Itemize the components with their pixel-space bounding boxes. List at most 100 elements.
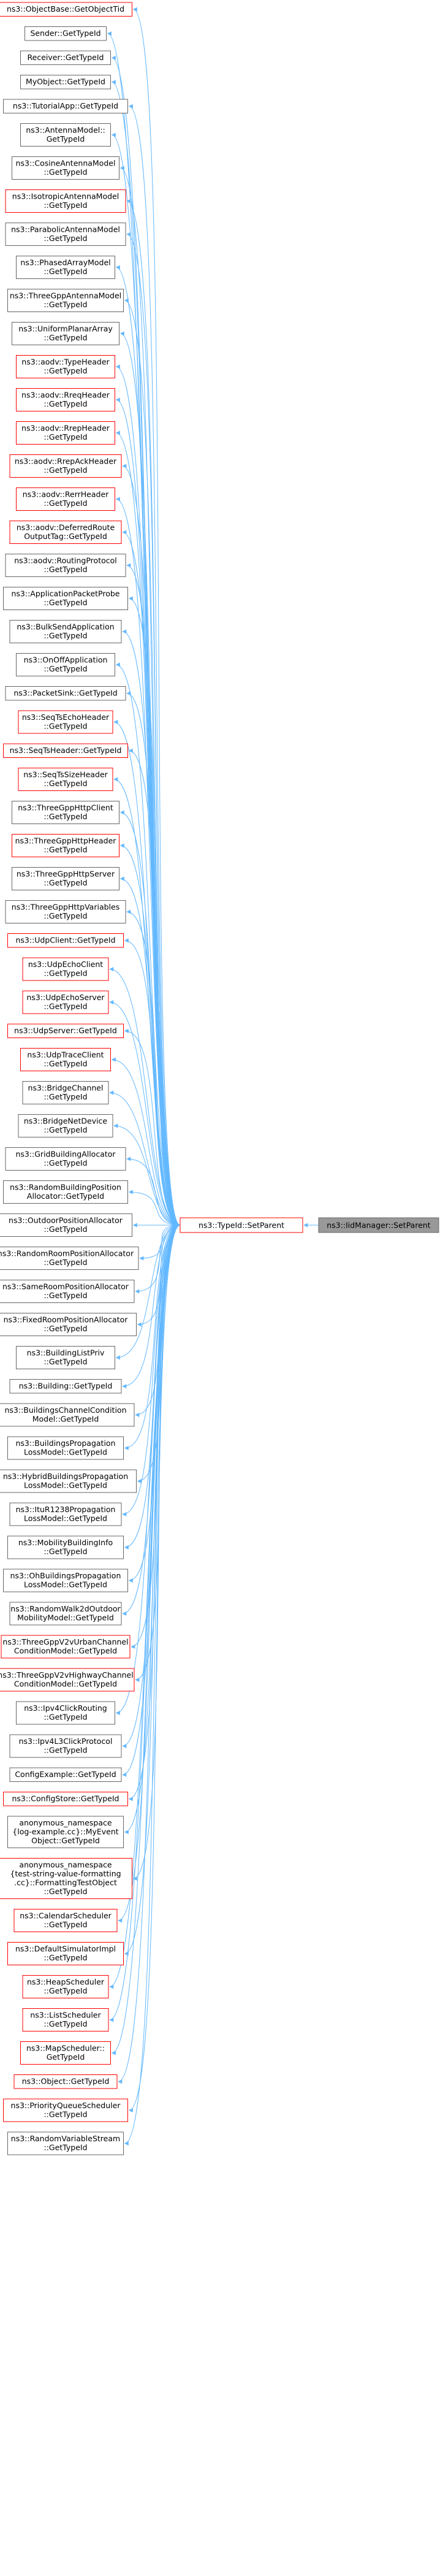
caller-node[interactable]: ns3::Ipv4L3ClickProtocol::GetTypeId	[9, 1734, 122, 1758]
caller-node-label: ns3::CosineAntennaModel	[16, 159, 116, 168]
caller-node[interactable]: ns3::MobilityBuildingInfo::GetTypeId	[7, 1535, 124, 1559]
caller-node[interactable]: ns3::UdpClient::GetTypeId	[7, 933, 124, 948]
caller-node[interactable]: ns3::AntennaModel::GetTypeId	[20, 123, 111, 147]
caller-node-box	[9, 1734, 122, 1758]
caller-node[interactable]: ns3::ThreeGppHttpServer::GetTypeId	[12, 867, 119, 890]
caller-node[interactable]: ns3::ListScheduler::GetTypeId	[22, 2008, 109, 2031]
caller-node[interactable]: ns3::ObjectBase::GetObjectTid	[0, 2, 132, 17]
caller-node[interactable]: ns3::PacketSink::GetTypeId	[5, 686, 126, 701]
caller-node[interactable]: ns3::UdpEchoServer::GetTypeId	[22, 990, 109, 1014]
caller-node[interactable]: ns3::RandomVariableStream::GetTypeId	[7, 2131, 124, 2155]
caller-node-label: ::GetTypeId	[44, 1953, 87, 1962]
caller-node[interactable]: ns3::ThreeGppHttpHeader::GetTypeId	[12, 834, 119, 857]
caller-node[interactable]: ns3::RandomBuildingPositionAllocator::Ge…	[3, 1180, 128, 1204]
caller-node[interactable]: ns3::UdpServer::GetTypeId	[7, 1023, 124, 1038]
caller-node[interactable]: ns3::FixedRoomPositionAllocator::GetType…	[0, 1313, 137, 1336]
caller-node[interactable]: ns3::aodv::RerrHeader::GetTypeId	[16, 487, 115, 511]
caller-node-box	[12, 801, 119, 824]
caller-node[interactable]: ns3::SeqTsEchoHeader::GetTypeId	[18, 710, 113, 734]
caller-node[interactable]: ns3::SeqTsHeader::GetTypeId	[3, 743, 128, 758]
caller-node[interactable]: ns3::CosineAntennaModel::GetTypeId	[12, 156, 119, 180]
caller-node[interactable]: ns3::PhasedArrayModel::GetTypeId	[16, 256, 115, 279]
caller-node[interactable]: ns3::ParabolicAntennaModel::GetTypeId	[5, 223, 126, 246]
caller-node-label: ns3::aodv::TypeHeader	[21, 357, 110, 367]
caller-node-box	[0, 1403, 135, 1427]
caller-node[interactable]: ns3::CalendarScheduler::GetTypeId	[13, 1909, 118, 1932]
caller-node[interactable]: ns3::SeqTsSizeHeader::GetTypeId	[18, 768, 113, 791]
caller-node[interactable]: ns3::UniformPlanarArray::GetTypeId	[12, 322, 119, 345]
caller-node[interactable]: ns3::ThreeGppHttpClient::GetTypeId	[12, 801, 119, 824]
call-edge	[111, 80, 181, 1226]
caller-node[interactable]: anonymous_namespace{test-string-value-fo…	[0, 1858, 132, 1899]
typeid-setparent-node[interactable]: ns3::TypeId::SetParent	[180, 1217, 303, 1233]
typeid-setparent-box	[180, 1217, 303, 1233]
iidmanager-setparent-node[interactable]: ns3::IidManager::SetParent	[318, 1217, 439, 1233]
caller-node[interactable]: ns3::ThreeGppV2vUrbanChannelConditionMod…	[1, 1635, 131, 1659]
caller-node[interactable]: ns3::ThreeGppV2vHighwayChannelConditionM…	[0, 1668, 135, 1692]
caller-node[interactable]: Receiver::GetTypeId	[20, 50, 111, 65]
call-edge	[109, 1090, 181, 1226]
caller-node-box	[20, 50, 111, 65]
caller-node[interactable]: ns3::TutorialApp::GetTypeId	[3, 99, 128, 113]
caller-node[interactable]: ns3::ThreeGppAntennaModel::GetTypeId	[7, 289, 124, 312]
caller-node[interactable]: ns3::ThreeGppHttpVariables::GetTypeId	[5, 900, 126, 923]
caller-node[interactable]: ns3::Ipv4ClickRouting::GetTypeId	[16, 1701, 115, 1725]
caller-node[interactable]: ns3::GridBuildingAllocator::GetTypeId	[5, 1147, 126, 1171]
caller-node[interactable]: ns3::ConfigStore::GetTypeId	[3, 1792, 128, 1806]
caller-node-label: ns3::BridgeNetDevice	[24, 1117, 108, 1126]
call-edge	[128, 596, 181, 1226]
caller-node[interactable]: ns3::BuildingsChannelConditionModel::Get…	[0, 1403, 135, 1427]
caller-node[interactable]: ns3::OnOffApplication::GetTypeId	[16, 653, 115, 676]
caller-node-box	[7, 1942, 124, 1965]
caller-node-box	[18, 1114, 113, 1137]
caller-node[interactable]: ns3::RandomWalk2dOutdoorMobilityModel::G…	[9, 1602, 122, 1626]
caller-node[interactable]: ns3::aodv::RoutingProtocol::GetTypeId	[5, 554, 126, 577]
caller-node[interactable]: ns3::SameRoomPositionAllocator::GetTypeI…	[0, 1280, 135, 1303]
call-edge	[126, 909, 181, 1226]
caller-node[interactable]: ns3::DefaultSimulatorImpl::GetTypeId	[7, 1942, 124, 1965]
caller-node[interactable]: ns3::BuildingListPriv::GetTypeId	[16, 1346, 115, 1369]
call-edge	[115, 1225, 181, 1360]
caller-node-label: anonymous_namespace	[19, 1818, 112, 1827]
caller-node[interactable]: ns3::PriorityQueueScheduler::GetTypeId	[3, 2098, 128, 2122]
caller-node[interactable]: ns3::OhBuildingsPropagationLossModel::Ge…	[3, 1569, 128, 1592]
caller-node[interactable]: ns3::BulkSendApplication::GetTypeId	[9, 620, 122, 643]
caller-node[interactable]: ns3::IsotropicAntennaModel::GetTypeId	[5, 189, 126, 213]
caller-node[interactable]: ns3::MapScheduler::GetTypeId	[20, 2041, 111, 2065]
caller-node[interactable]: ns3::ApplicationPacketProbe::GetTypeId	[3, 587, 128, 610]
caller-node[interactable]: ns3::aodv::RrepAckHeader::GetTypeId	[9, 454, 122, 478]
caller-node[interactable]: ns3::RandomRoomPositionAllocator::GetTyp…	[0, 1247, 139, 1270]
caller-node[interactable]: ConfigExample::GetTypeId	[9, 1767, 122, 1782]
caller-node[interactable]: MyObject::GetTypeId	[20, 75, 111, 90]
caller-node[interactable]: ns3::aodv::DeferredRouteOutputTag::GetTy…	[9, 521, 122, 544]
caller-node-label: ns3::UdpEchoServer	[26, 993, 105, 1002]
caller-node[interactable]: ns3::UdpTraceClient::GetTypeId	[20, 1048, 111, 1071]
caller-node[interactable]: ns3::BuildingsPropagationLossModel::GetT…	[7, 1436, 124, 1460]
caller-node-label: ns3::PhasedArrayModel	[20, 258, 110, 267]
caller-node-box	[18, 768, 113, 791]
caller-node-label: ns3::ItuR1238Propagation	[16, 1505, 116, 1514]
caller-node[interactable]: ns3::Object::GetTypeId	[13, 2074, 118, 2089]
caller-node[interactable]: ns3::BridgeNetDevice::GetTypeId	[18, 1114, 113, 1137]
caller-node[interactable]: ns3::aodv::TypeHeader::GetTypeId	[16, 355, 115, 378]
caller-node[interactable]: anonymous_namespace{log-example.cc}::MyE…	[7, 1816, 124, 1848]
caller-node-label: ns3::UdpEchoClient	[28, 960, 103, 969]
caller-node-label: ns3::BuildingsPropagation	[16, 1439, 116, 1448]
caller-node-label: ::GetTypeId	[44, 664, 87, 673]
caller-node-box	[0, 1469, 137, 1493]
caller-node-label: ns3::aodv::RreqHeader	[21, 391, 110, 400]
call-edge	[122, 464, 181, 1226]
caller-node[interactable]: ns3::BridgeChannel::GetTypeId	[22, 1081, 109, 1104]
caller-node-box	[7, 2131, 124, 2155]
caller-node[interactable]: Sender::GetTypeId	[25, 26, 107, 41]
caller-node-label: .cc}::FormattingTestObject	[14, 1878, 117, 1887]
caller-node[interactable]: ns3::Building::GetTypeId	[9, 1379, 122, 1394]
caller-node-box	[16, 1346, 115, 1369]
caller-node[interactable]: ns3::ItuR1238PropagationLossModel::GetTy…	[9, 1502, 122, 1526]
caller-node[interactable]: ns3::aodv::RrepHeader::GetTypeId	[16, 421, 115, 445]
caller-node[interactable]: ns3::HeapScheduler::GetTypeId	[22, 1975, 109, 1998]
caller-node[interactable]: ns3::aodv::RreqHeader::GetTypeId	[16, 388, 115, 411]
caller-node[interactable]: ns3::OutdoorPositionAllocator::GetTypeId	[0, 1213, 132, 1237]
caller-node[interactable]: ns3::HybridBuildingsPropagationLossModel…	[0, 1469, 137, 1493]
caller-node[interactable]: ns3::UdpEchoClient::GetTypeId	[22, 957, 109, 981]
